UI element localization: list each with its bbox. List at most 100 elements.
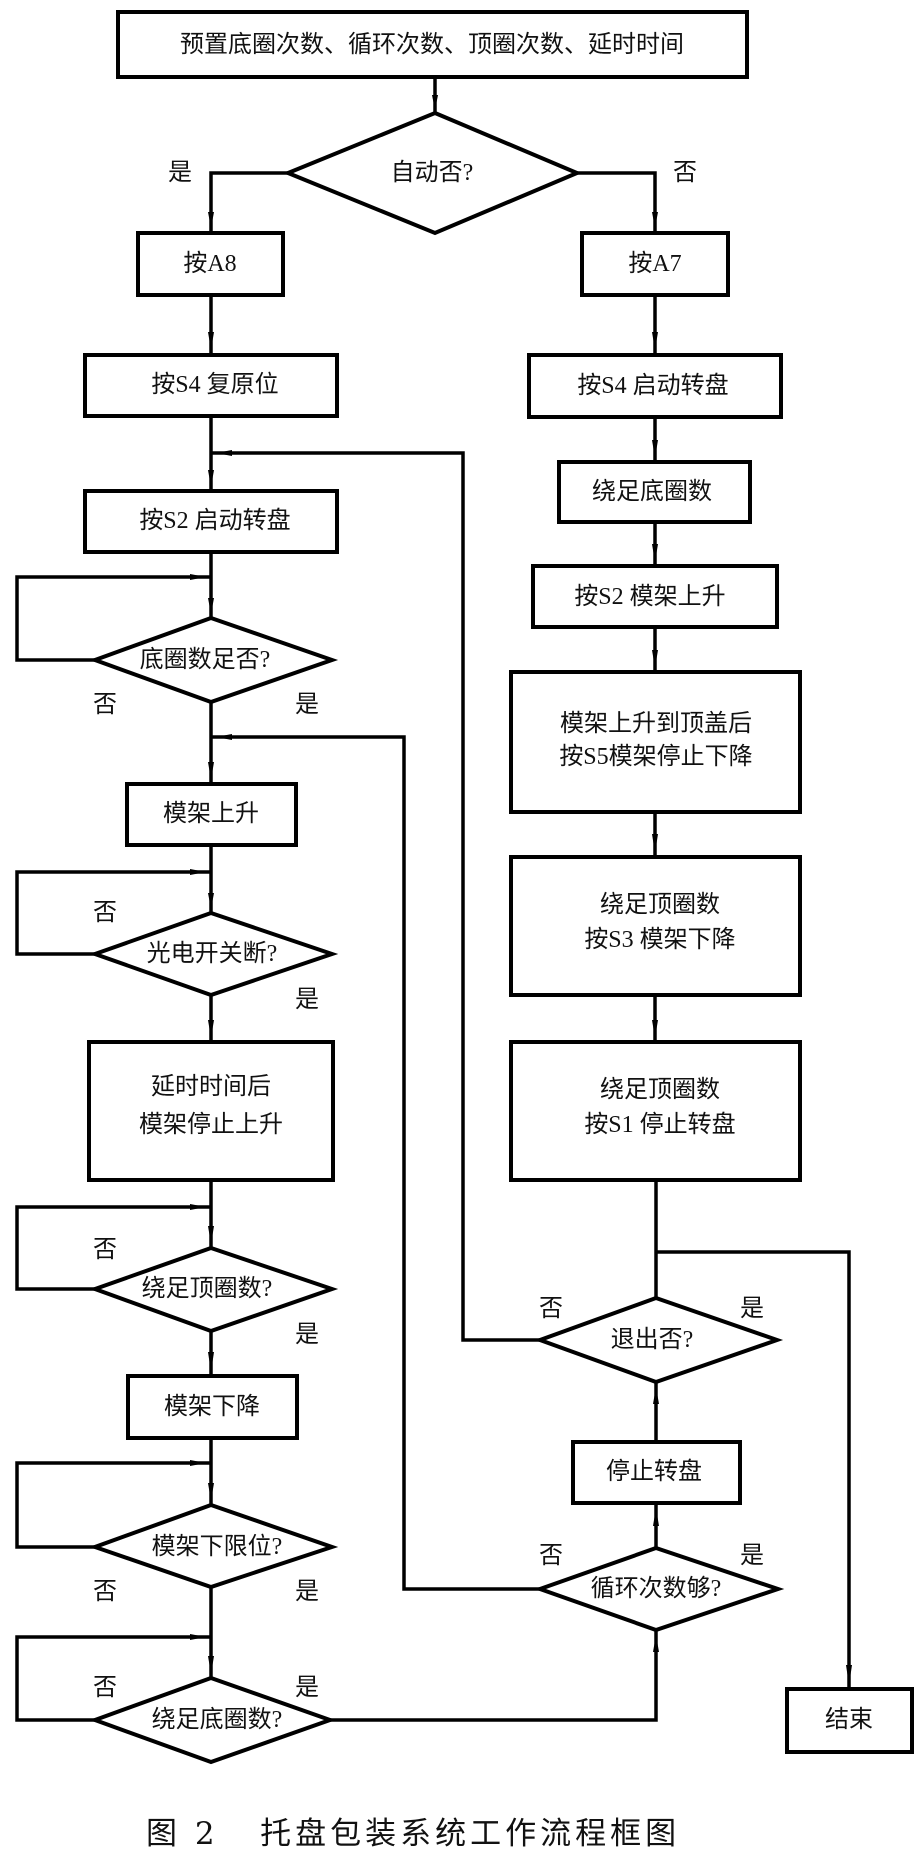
node-text: 停止转盘 (606, 1458, 702, 1485)
node-text: 预置底圈次数、循环次数、顶圈次数、延时时间 (180, 31, 684, 58)
decision-lower-limit (88, 1502, 339, 1590)
process-box-s4-reset (83, 353, 339, 418)
process-box-a7 (580, 231, 730, 297)
loop-connector (15, 1205, 211, 1291)
branch-label-yes: 是 (295, 987, 319, 1013)
arrow-down-icon (208, 1352, 214, 1372)
arrow-down-icon (652, 650, 658, 668)
branch-label-yes: 是 (295, 692, 319, 718)
arrow-up-icon (653, 1635, 659, 1652)
node-text: 绕足顶圈数? (142, 1275, 273, 1302)
arrow-left-icon (216, 734, 232, 740)
figure-caption: 图 2 托盘包装系统工作流程框图 (146, 1816, 680, 1852)
decision-exit (534, 1295, 784, 1385)
connector (330, 1630, 658, 1722)
node-text: 自动否? (391, 159, 474, 186)
arrow-down-icon (652, 544, 658, 562)
arrow-down-icon (432, 95, 438, 110)
arrow-up-icon (653, 1508, 659, 1526)
process-box-stop-turntable (571, 1440, 742, 1505)
arrow-down-icon (652, 834, 658, 853)
arrow-right-icon (190, 1634, 206, 1640)
arrow-down-icon (208, 1483, 214, 1501)
loop-connector (15, 870, 211, 956)
process-box-delay-stop (87, 1040, 335, 1182)
arrow-down-icon (208, 762, 214, 780)
node-text: 模架上升到顶盖后 (560, 710, 752, 737)
connector-to-end (656, 1250, 851, 1689)
process-box-wind-bottom (557, 460, 752, 524)
loop-connector (211, 735, 540, 1591)
branch-label-yes: 是 (168, 160, 192, 186)
arrow-down-icon (208, 332, 214, 350)
process-box-s5-stop (509, 670, 802, 814)
terminal-end (785, 1687, 914, 1754)
node-text: 按S4 启动转盘 (577, 372, 728, 399)
node-text: 按A7 (628, 250, 681, 277)
decision-bottom-wound (89, 1675, 337, 1765)
decision-bottom-count (89, 615, 339, 705)
loop-connector (211, 451, 540, 1342)
loop-connector (15, 1461, 211, 1549)
branch-label-no: 否 (93, 900, 117, 926)
arrow-down-icon (652, 212, 658, 228)
process-box-s2-raise (531, 564, 779, 629)
arrow-down-icon (208, 893, 214, 909)
decision-photo-switch (88, 910, 339, 998)
branch-label-yes: 是 (295, 1322, 319, 1348)
arrow-down-icon (208, 1226, 214, 1244)
arrow-right-icon (190, 574, 206, 580)
process-box-frame-raise (125, 782, 298, 847)
arrow-down-icon (208, 1656, 214, 1674)
loop-connector (15, 1635, 211, 1722)
branch-label-no: 否 (93, 692, 117, 718)
arrow-left-icon (216, 450, 232, 456)
node-text: 延时时间后 (151, 1073, 271, 1100)
node-text: 绕足顶圈数 (600, 1076, 720, 1103)
nodes (83, 10, 914, 1765)
arrow-right-icon (190, 869, 206, 875)
arrowheads (190, 95, 852, 1685)
connector (209, 171, 288, 233)
branch-label-no: 否 (93, 1237, 117, 1263)
process-box-s2-start (83, 489, 339, 554)
branch-label-no: 否 (673, 160, 697, 186)
process-box-preset (116, 10, 749, 79)
branch-label-no: 否 (93, 1579, 117, 1605)
decision-top-count (89, 1245, 339, 1334)
arrow-down-icon (652, 1020, 658, 1038)
process-box-a8 (136, 231, 285, 297)
connector (577, 171, 657, 233)
branch-label-no: 否 (539, 1296, 563, 1322)
arrow-up-icon (653, 1387, 659, 1404)
node-text: 模架下降 (164, 1393, 260, 1420)
node-labels: 预置底圈次数、循环次数、顶圈次数、延时时间 自动否? 按A8 按A7 按S4 复… (139, 31, 873, 1733)
decision-auto (282, 110, 583, 236)
decision-cycle (533, 1545, 785, 1633)
arrow-down-icon (652, 332, 658, 350)
branch-label-yes: 是 (740, 1543, 764, 1569)
arrow-down-icon (208, 1020, 214, 1038)
node-text: 循环次数够? (591, 1575, 722, 1602)
node-text: 模架停止上升 (139, 1111, 283, 1138)
arrow-down-icon (208, 470, 214, 487)
node-text: 模架下限位? (152, 1533, 283, 1560)
node-text: 绕足顶圈数 (600, 891, 720, 918)
branch-label-yes: 是 (295, 1675, 319, 1701)
arrow-right-icon (190, 1460, 206, 1466)
node-text: 绕足底圈数? (152, 1706, 283, 1733)
arrow-down-icon (208, 598, 214, 614)
node-text: 按A8 (183, 250, 236, 277)
node-text: 按S5模架停止下降 (559, 743, 752, 770)
node-text: 退出否? (611, 1326, 694, 1353)
node-text: 底圈数足否? (140, 646, 271, 673)
process-box-s3-lower (509, 855, 802, 997)
node-text: 按S2 启动转盘 (139, 507, 290, 534)
node-text: 按S3 模架下降 (584, 926, 735, 953)
node-text: 结束 (825, 1706, 873, 1733)
arrow-right-icon (190, 1204, 206, 1210)
branch-label-no: 否 (539, 1543, 563, 1569)
process-box-s1-stop (509, 1040, 802, 1182)
arrow-down-icon (846, 1665, 852, 1685)
